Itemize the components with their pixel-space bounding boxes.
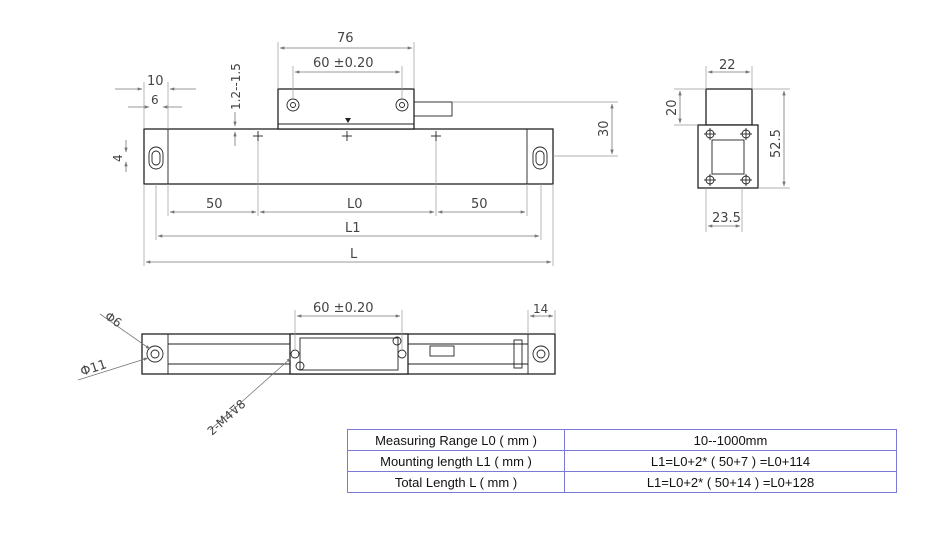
dim-20: 20 [665,99,680,116]
dim-L: L [350,247,358,262]
bottom-hole-right [532,345,550,363]
dim-23-5: 23.5 [712,211,741,226]
reading-head [277,88,415,130]
side-head [705,88,753,126]
side-profile [697,124,759,189]
dim-60-bottom: 60 ±0.20 [313,301,374,316]
spec-value: L1=L0+2* ( 50+7 ) =L0+114 [564,450,897,472]
dim-50-right: 50 [471,197,488,212]
spec-table: Measuring Range L0 ( mm ) 10--1000mm Mou… [347,429,897,493]
dim-4: 4 [111,154,125,162]
dim-L0: L0 [347,197,363,212]
left-mount-slot [148,146,164,170]
dim-52-5: 52.5 [769,129,784,158]
spec-label: Measuring Range L0 ( mm ) [347,429,565,451]
dim-22: 22 [719,58,736,73]
dim-30: 30 [597,120,612,137]
table-row: Mounting length L1 ( mm ) L1=L0+2* ( 50+… [347,450,897,472]
dim-6: 6 [151,93,159,107]
spec-value: 10--1000mm [564,429,897,451]
table-row: Total Length L ( mm ) L1=L0+2* ( 50+14 )… [347,471,897,493]
dim-50-left: 50 [206,197,223,212]
top-view: 76 60 ±0.20 1.2--1.5 10 6 4 30 [111,31,618,266]
dim-14: 14 [533,302,548,316]
dim-dia6: Φ6 [102,309,124,330]
bottom-head [289,333,409,375]
spec-value: L1=L0+2* ( 50+14 ) =L0+128 [564,471,897,493]
dim-thread: 2-M4⊽8 [205,397,249,438]
dim-gap: 1.2--1.5 [229,63,243,110]
dim-76: 76 [337,31,354,46]
right-mount-slot [532,146,548,170]
cable-connector [413,101,453,117]
side-view: 22 20 52.5 23.5 [665,58,790,232]
dim-dia11: Φ11 [79,357,109,380]
table-row: Measuring Range L0 ( mm ) 10--1000mm [347,429,897,451]
dim-60: 60 ±0.20 [313,56,374,71]
spec-label: Mounting length L1 ( mm ) [347,450,565,472]
dim-L1: L1 [345,221,361,236]
spec-label: Total Length L ( mm ) [347,471,565,493]
reference-mark-icon [345,118,351,123]
scale-body [143,128,554,185]
bottom-view: 60 ±0.20 14 Φ6 Φ11 2-M4⊽8 [77,301,556,438]
dim-10: 10 [147,74,164,89]
bottom-hole-left [146,345,164,363]
